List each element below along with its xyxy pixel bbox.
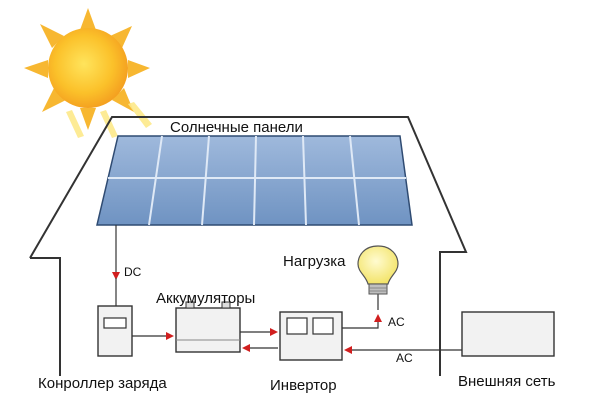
inverter-to-load-wire <box>342 314 382 329</box>
bulb-icon <box>357 245 399 295</box>
batteries-unit <box>175 301 241 353</box>
ac-load-label: AC <box>388 315 405 329</box>
inverter-label: Инвертор <box>270 377 337 394</box>
sun-icon <box>24 8 150 130</box>
controller-label: Конроллер заряда <box>38 375 167 392</box>
dc-label: DC <box>124 265 142 279</box>
house-outline <box>29 116 468 376</box>
solar-panels <box>96 135 413 226</box>
load-label: Нагрузка <box>283 253 346 270</box>
inverter-unit <box>279 311 343 361</box>
panels-label: Солнечные панели <box>170 119 303 136</box>
grid-label: Внешняя сеть <box>458 373 556 390</box>
charge-controller <box>97 305 133 357</box>
batteries-label: Аккумуляторы <box>156 290 255 307</box>
house-left-wall <box>30 257 61 376</box>
sun-rays <box>66 102 152 138</box>
ac-grid-label: AC <box>396 351 413 365</box>
grid-box <box>461 311 555 357</box>
